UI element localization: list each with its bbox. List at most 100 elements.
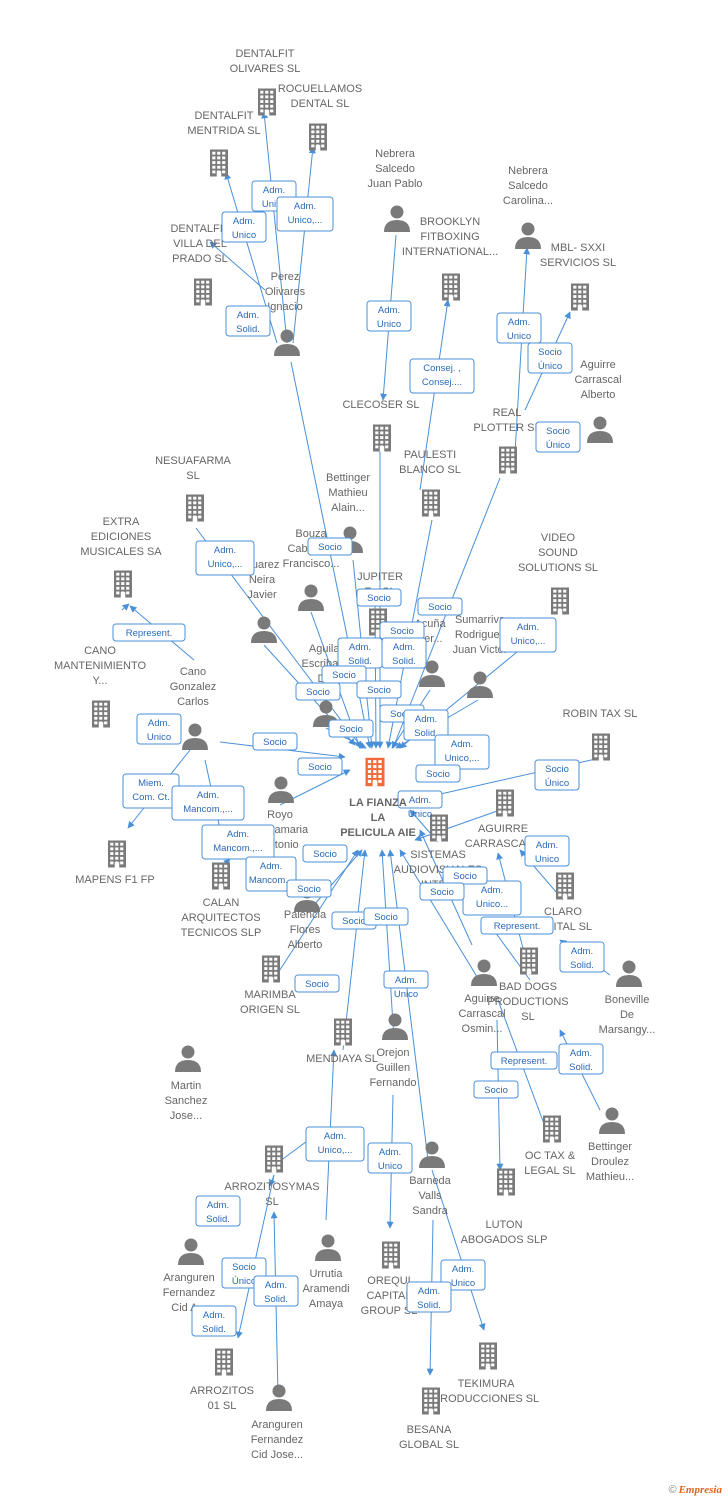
person-icon bbox=[419, 660, 445, 687]
person-icon bbox=[515, 222, 541, 249]
svg-text:Socio: Socio bbox=[390, 626, 414, 637]
company-node-n41[interactable]: OC TAX &LEGAL SL bbox=[524, 1115, 576, 1178]
relation-label-r10: Adm.Unico,... bbox=[195, 540, 255, 576]
svg-text:Adm.Mancom.,...: Adm.Mancom.,... bbox=[213, 829, 263, 854]
svg-text:Socio: Socio bbox=[484, 1085, 508, 1096]
svg-text:Consej. ,Consej....: Consej. ,Consej.... bbox=[422, 363, 462, 388]
edge-32 bbox=[271, 849, 359, 983]
relation-label-r31: Adm.Mancom.,... bbox=[171, 785, 245, 821]
svg-text:Socio: Socio bbox=[313, 849, 337, 860]
person-icon bbox=[178, 1238, 204, 1265]
edge-50 bbox=[431, 1169, 486, 1331]
svg-text:Adm.Solid.: Adm.Solid. bbox=[348, 642, 372, 667]
relation-label-r16: Adm.Unico,... bbox=[499, 617, 557, 653]
company-node-n26[interactable]: ROBIN TAX SL bbox=[563, 708, 638, 761]
node-label: CLECOSER SL bbox=[342, 399, 419, 411]
person-icon bbox=[467, 671, 493, 698]
relation-label-r57: Adm.Solid. bbox=[406, 1281, 452, 1313]
svg-text:Adm.Unico: Adm.Unico bbox=[507, 317, 531, 342]
company-node-n30[interactable]: MAPENS F1 FP bbox=[75, 840, 155, 887]
building-icon bbox=[496, 789, 514, 817]
svg-text:Adm.Unico: Adm.Unico bbox=[535, 840, 559, 865]
person-icon bbox=[182, 723, 208, 750]
relation-label-r11: Socio bbox=[307, 537, 353, 556]
svg-text:Adm.Unico,...: Adm.Unico,... bbox=[288, 201, 323, 226]
svg-text:Adm.Solid.: Adm.Solid. bbox=[236, 310, 260, 335]
building-icon bbox=[382, 1241, 400, 1269]
relation-label-r17: Adm.Solid. bbox=[337, 637, 383, 669]
svg-text:Adm.Solid.: Adm.Solid. bbox=[202, 1310, 226, 1335]
relation-label-r21: Socio bbox=[356, 680, 402, 699]
building-icon bbox=[556, 872, 574, 900]
building-icon bbox=[114, 570, 132, 598]
person-icon bbox=[599, 1107, 625, 1134]
relation-label-r19: Socio bbox=[321, 665, 367, 684]
edge-37 bbox=[399, 849, 483, 986]
company-node-n11[interactable]: CLECOSER SL bbox=[342, 399, 420, 452]
person-icon bbox=[471, 959, 497, 986]
relation-label-r4: Adm.Solid. bbox=[225, 305, 271, 337]
person-icon bbox=[384, 205, 410, 232]
svg-text:Socio: Socio bbox=[263, 737, 287, 748]
relation-label-r25: Socio bbox=[328, 719, 374, 738]
relation-label-r41: Socio bbox=[419, 882, 465, 901]
edge-13 bbox=[121, 603, 130, 611]
company-node-n38[interactable]: MENDIAYA SL bbox=[306, 1018, 378, 1066]
building-icon bbox=[265, 1145, 283, 1173]
svg-text:Socio: Socio bbox=[374, 912, 398, 923]
relation-label-r48: Adm.Solid. bbox=[558, 1043, 604, 1075]
